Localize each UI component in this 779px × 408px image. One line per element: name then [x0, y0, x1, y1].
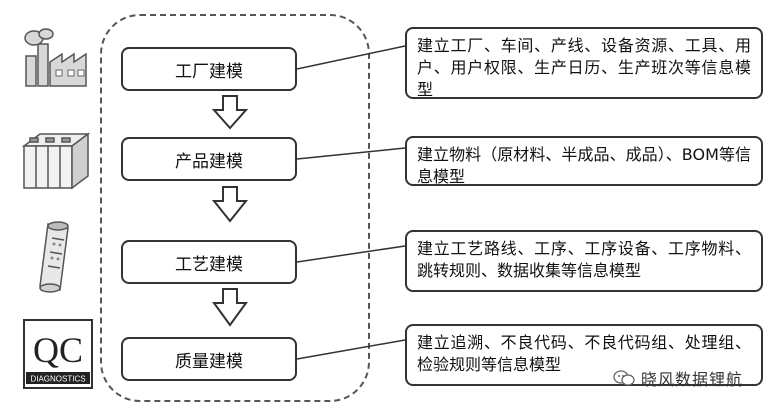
step-label: 工厂建模 — [175, 61, 243, 82]
wechat-icon — [613, 370, 635, 386]
qc-logo-big: QC — [33, 330, 83, 370]
step-factory-modeling: 工厂建模 — [121, 47, 297, 91]
callout-text: 建立工艺路线、工序、工序设备、工序物料、跳转规则、数据收集等信息模型 — [417, 239, 751, 280]
capsule-component-icon — [39, 221, 69, 293]
flow-arrow-2 — [211, 186, 249, 223]
callout-quality: 建立追溯、不良代码、不良代码组、处理组、检验规则等信息模型 — [405, 324, 763, 386]
link-line-quality — [296, 339, 406, 360]
flow-arrow-3 — [212, 288, 248, 327]
watermark-text: 晓风数据锂航 — [641, 370, 744, 389]
link-line-process — [296, 245, 406, 263]
callout-factory: 建立工厂、车间、产线、设备资源、工具、用户、用户权限、生产日历、生产班次等信息模… — [405, 27, 763, 99]
callout-text: 建立物料（原材料、半成品、成品）、BOM等信息模型 — [417, 145, 751, 186]
step-quality-modeling: 质量建模 — [121, 337, 297, 381]
step-product-modeling: 产品建模 — [121, 137, 297, 181]
factory-icon — [24, 28, 87, 87]
link-line-product — [296, 147, 406, 160]
step-label: 产品建模 — [175, 151, 243, 172]
watermark: 晓风数据锂航 — [613, 366, 743, 390]
callout-product: 建立物料（原材料、半成品、成品）、BOM等信息模型 — [405, 136, 763, 186]
callout-process: 建立工艺路线、工序、工序设备、工序物料、跳转规则、数据收集等信息模型 — [405, 230, 763, 292]
callout-text: 建立工厂、车间、产线、设备资源、工具、用户、用户权限、生产日历、生产班次等信息模… — [417, 36, 751, 99]
step-label: 工艺建模 — [175, 254, 243, 275]
modeling-process-container — [100, 14, 370, 402]
flow-arrow-1 — [211, 95, 249, 130]
qc-diagnostics-logo: QC DIAGNOSTICS — [23, 319, 93, 389]
step-label: 质量建模 — [175, 351, 243, 372]
step-process-modeling: 工艺建模 — [121, 240, 297, 284]
callout-text: 建立追溯、不良代码、不良代码组、处理组、检验规则等信息模型 — [417, 333, 751, 374]
qc-logo-small: DIAGNOSTICS — [30, 375, 85, 384]
link-line-factory — [296, 45, 406, 70]
battery-pack-icon — [21, 132, 91, 190]
